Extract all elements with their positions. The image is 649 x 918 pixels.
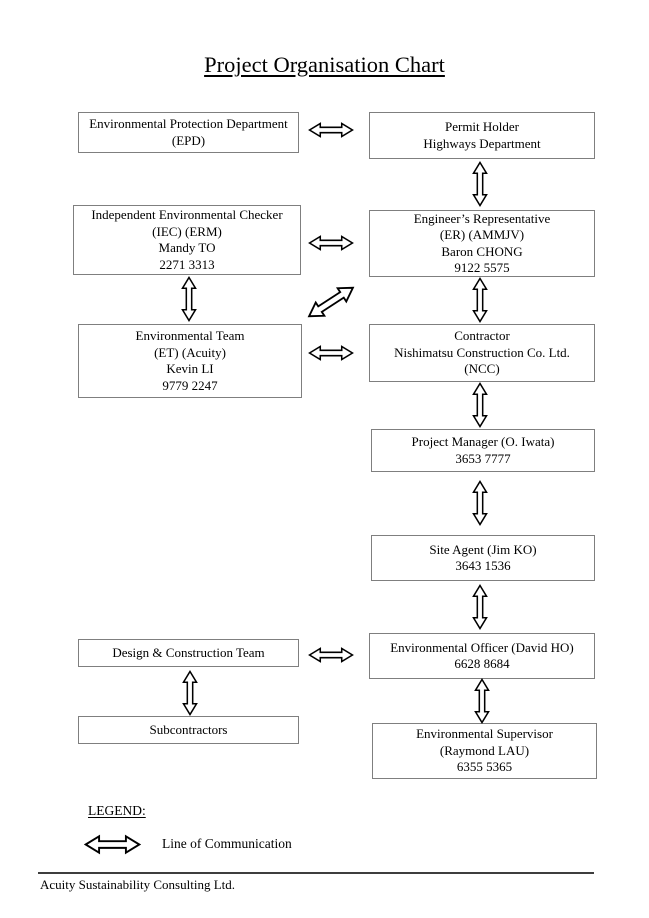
org-box-line: 6355 5365 [456,759,513,775]
org-box-contractor: Contractor Nishimatsu Construction Co. L… [369,324,595,382]
org-box-project-manager: Project Manager (O. Iwata) 3653 7777 [371,429,595,472]
double-arrow-icon [308,231,354,255]
double-arrow-icon [308,118,354,142]
org-box-epd: Environmental Protection Department (EPD… [78,112,299,153]
org-box-line: (Raymond LAU) [439,742,530,758]
org-box-subcontractors: Subcontractors [78,716,299,744]
org-box-line: Permit Holder [444,119,519,134]
double-arrow-icon [82,833,143,856]
org-box-line: Mandy TO [158,240,216,255]
legend-item-label: Line of Communication [162,836,292,851]
org-box-line: (ER) (AMMJV) [439,227,525,242]
org-box-environmental-team: Environmental Team (ET) (Acuity) Kevin L… [78,324,302,398]
org-box-line: 2271 3313 [159,256,215,272]
double-arrow-icon [468,382,492,428]
org-box-line: (NCC) [464,361,500,377]
double-arrow-icon [468,277,492,323]
org-box-line: Site Agent (Jim KO) [429,541,537,557]
double-arrow-icon [308,643,354,667]
double-arrow-icon [301,277,361,328]
org-box-line: Project Manager (O. Iwata) [411,434,555,449]
footer-company-name: Acuity Sustainability Consulting Ltd. [40,877,235,892]
org-box-iec: Independent Environmental Checker (IEC) … [73,205,301,275]
org-box-line: 9122 5575 [454,260,510,275]
org-box-line: Kevin LI [166,361,214,376]
org-box-permit-holder: Permit Holder Highways Department [369,112,595,159]
double-arrow-icon [470,678,494,724]
double-arrow-icon [178,670,202,716]
org-box-environmental-officer: Environmental Officer (David HO) 6628 86… [369,633,595,679]
org-box-line: 3643 1536 [455,558,511,573]
org-box-line: Baron CHONG [441,243,523,259]
double-arrow-icon [177,276,201,322]
double-arrow-icon [308,341,354,365]
org-box-design-construction-team: Design & Construction Team [78,639,299,667]
org-box-line: Engineer’s Representative [413,210,551,226]
org-box-engineers-representative: Engineer’s Representative (ER) (AMMJV) B… [369,210,595,277]
org-box-line: Nishimatsu Construction Co. Ltd. [394,344,570,360]
org-box-line: Environmental Team [135,328,245,343]
org-box-line: (EPD) [171,132,206,148]
org-box-line: Independent Environmental Checker [91,207,283,222]
double-arrow-icon [468,480,492,526]
org-box-line: (ET) (Acuity) [154,344,226,360]
org-box-line: Contractor [454,328,510,344]
org-box-line: (IEC) (ERM) [152,223,222,239]
footer-divider [38,872,594,874]
double-arrow-icon [468,584,492,630]
org-box-site-agent: Site Agent (Jim KO) 3643 1536 [371,535,595,581]
org-box-line: Environmental Protection Department [89,116,288,131]
page-title: Project Organisation Chart [204,52,445,77]
org-box-line: 9779 2247 [162,377,218,393]
org-box-line: 3653 7777 [455,450,511,466]
org-box-line: Design & Construction Team [112,644,265,660]
org-box-line: Subcontractors [149,721,228,737]
double-arrow-icon [468,161,492,207]
org-box-line: 6628 8684 [454,656,510,671]
org-box-environmental-supervisor: Environmental Supervisor (Raymond LAU) 6… [372,723,597,779]
legend-heading: LEGEND: [88,803,146,818]
org-box-line: Environmental Officer (David HO) [390,639,574,655]
org-box-line: Environmental Supervisor [416,726,553,742]
org-box-line: Highways Department [423,135,541,151]
